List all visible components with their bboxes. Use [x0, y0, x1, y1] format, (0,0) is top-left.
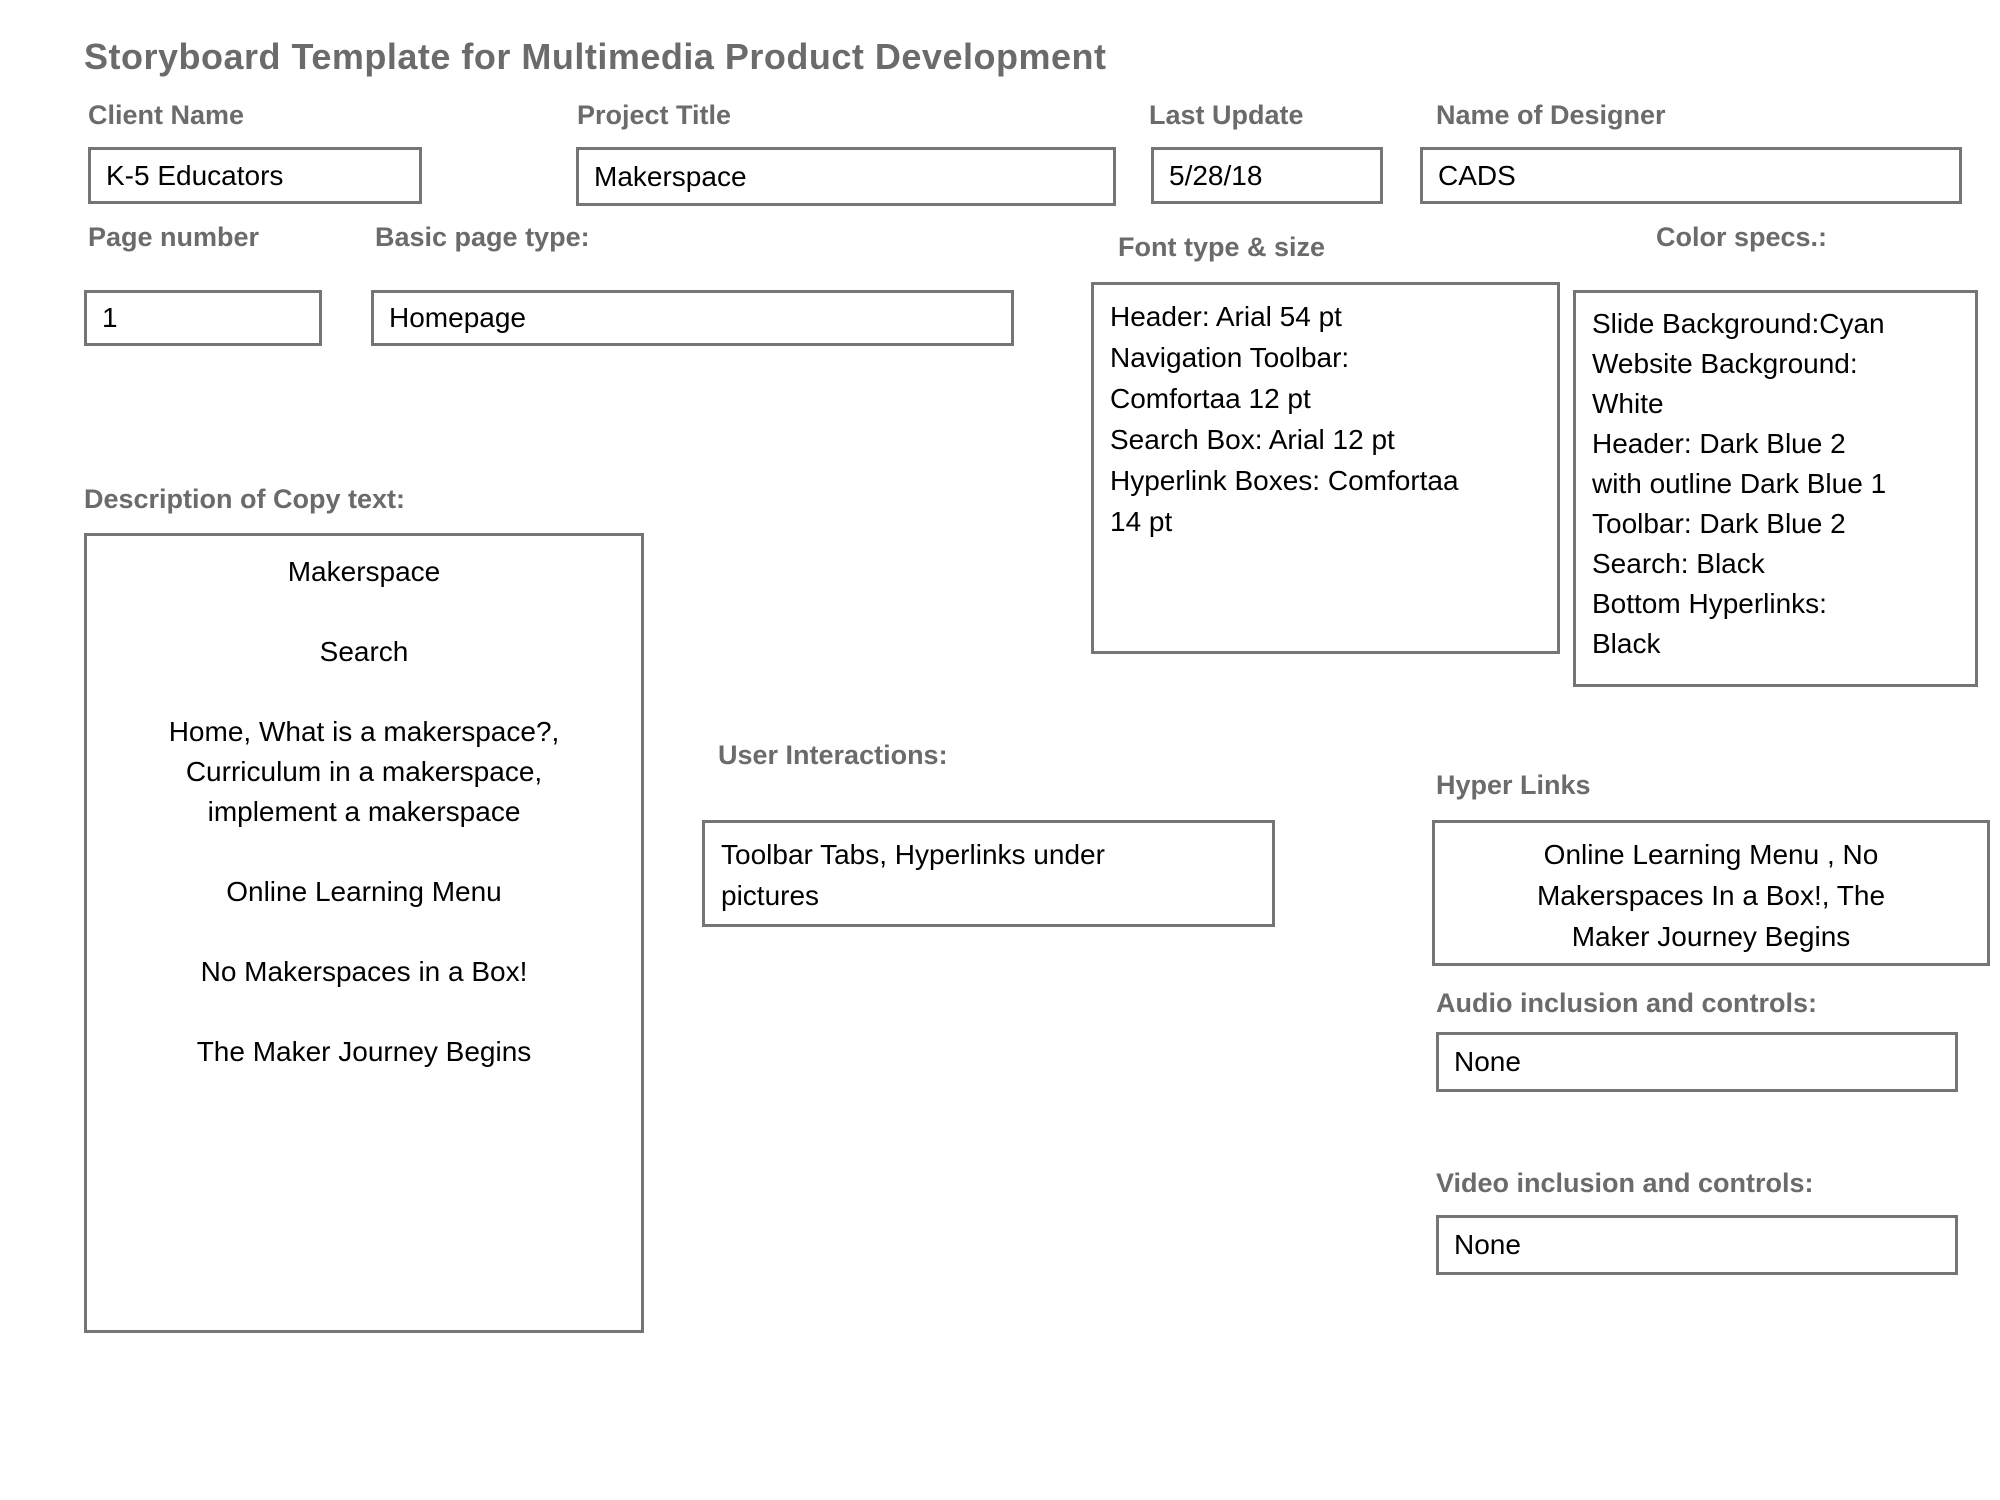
- font-specs-label: Font type & size: [1118, 232, 1326, 262]
- project-title-label: Project Title: [577, 100, 732, 130]
- hyper-links-box[interactable]: Online Learning Menu , No Makerspaces In…: [1432, 820, 1990, 966]
- copy-text-label: Description of Copy text:: [84, 484, 406, 514]
- last-update-input[interactable]: 5/28/18: [1151, 147, 1383, 204]
- color-specs-label: Color specs.:: [1656, 222, 1828, 252]
- video-controls-label: Video inclusion and controls:: [1436, 1168, 1814, 1198]
- client-name-input[interactable]: K-5 Educators: [88, 147, 422, 204]
- client-name-label: Client Name: [88, 100, 245, 130]
- user-interactions-box[interactable]: Toolbar Tabs, Hyperlinks under pictures: [702, 820, 1275, 927]
- hyper-links-label: Hyper Links: [1436, 770, 1591, 800]
- font-specs-box[interactable]: Header: Arial 54 pt Navigation Toolbar: …: [1091, 282, 1560, 654]
- last-update-label: Last Update: [1149, 100, 1304, 130]
- page-type-input[interactable]: Homepage: [371, 290, 1014, 346]
- page-title: Storyboard Template for Multimedia Produ…: [84, 36, 1107, 77]
- designer-label: Name of Designer: [1436, 100, 1666, 130]
- video-controls-input[interactable]: None: [1436, 1215, 1958, 1275]
- audio-controls-label: Audio inclusion and controls:: [1436, 988, 1817, 1018]
- user-interactions-label: User Interactions:: [718, 740, 948, 770]
- audio-controls-input[interactable]: None: [1436, 1032, 1958, 1092]
- page-number-input[interactable]: 1: [84, 290, 322, 346]
- designer-input[interactable]: CADS: [1420, 147, 1962, 204]
- project-title-input[interactable]: Makerspace: [576, 147, 1116, 206]
- color-specs-box[interactable]: Slide Background:Cyan Website Background…: [1573, 290, 1978, 687]
- page-type-label: Basic page type:: [375, 222, 590, 252]
- page-number-label: Page number: [88, 222, 260, 252]
- copy-text-box[interactable]: Makerspace Search Home, What is a makers…: [84, 533, 644, 1333]
